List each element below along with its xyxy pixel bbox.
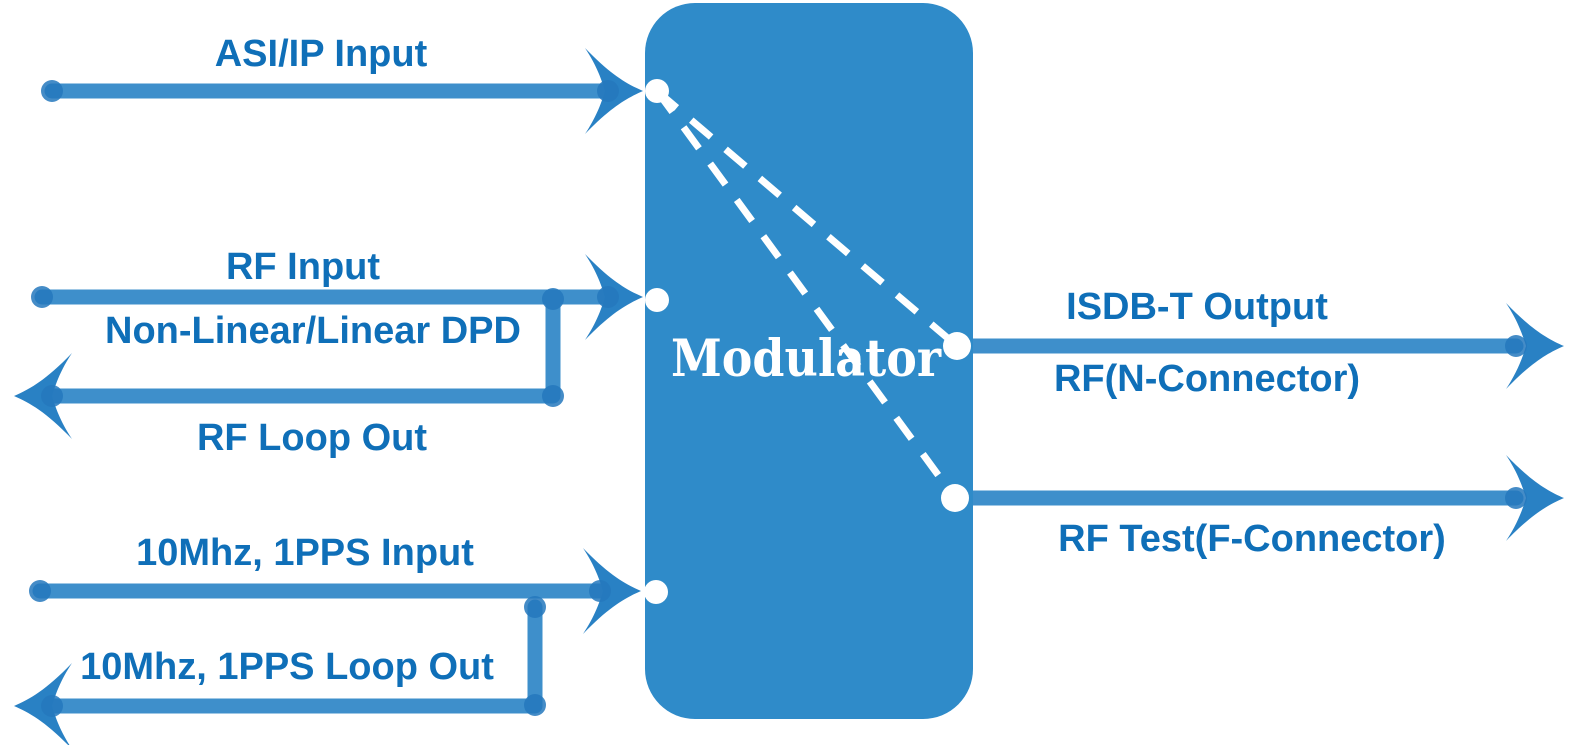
rf-test-output-arrow: [947, 455, 1564, 541]
junction-dot-11: [41, 695, 63, 717]
ports-layer: [644, 79, 971, 604]
junction-dot-7: [29, 580, 51, 602]
rf-test-output-arrow-head: [1506, 455, 1564, 541]
asi-input-label: ASI/IP Input: [215, 33, 428, 75]
isdb-output-port: [943, 332, 971, 360]
dpd-label: Non-Linear/Linear DPD: [105, 310, 521, 352]
junction-dot-1: [597, 80, 619, 102]
junction-dot-4: [542, 288, 564, 310]
isdb-output-label-2: RF(N-Connector): [1054, 358, 1360, 400]
junction-dot-3: [597, 286, 619, 308]
ref-input-port: [644, 580, 668, 604]
junction-dot-2: [31, 286, 53, 308]
rf-test-output-label: RF Test(F-Connector): [1058, 518, 1446, 560]
junction-dot-8: [589, 580, 611, 602]
junction-dots-layer: [29, 80, 1527, 717]
modulator-title: Modulator: [671, 329, 942, 389]
ref-input-arrow: [32, 548, 641, 634]
junction-dot-5: [542, 385, 564, 407]
junction-dot-10: [524, 694, 546, 716]
isdb-output-arrow: [949, 303, 1564, 389]
isdb-output-arrow-head: [1506, 303, 1564, 389]
asi-to-isdb-link: [654, 88, 960, 349]
junction-dot-13: [1505, 487, 1527, 509]
rf-loop-out-label: RF Loop Out: [197, 417, 427, 459]
junction-dot-0: [41, 80, 63, 102]
rf-test-output-port: [941, 484, 969, 512]
junction-dot-12: [1505, 335, 1527, 357]
asi-input-port: [645, 79, 669, 103]
rf-input-label: RF Input: [226, 246, 380, 288]
ref-input-label: 10Mhz, 1PPS Input: [136, 532, 474, 574]
junction-dot-6: [41, 385, 63, 407]
junction-dot-9: [524, 596, 546, 618]
dashed-links-layer: [654, 88, 960, 501]
ref-input-arrow-head: [583, 548, 641, 634]
rf-input-port: [645, 288, 669, 312]
isdb-output-label-1: ISDB-T Output: [1066, 286, 1328, 328]
ref-loop-out-label: 10Mhz, 1PPS Loop Out: [80, 646, 494, 688]
asi-to-rf-test-link: [654, 88, 958, 501]
